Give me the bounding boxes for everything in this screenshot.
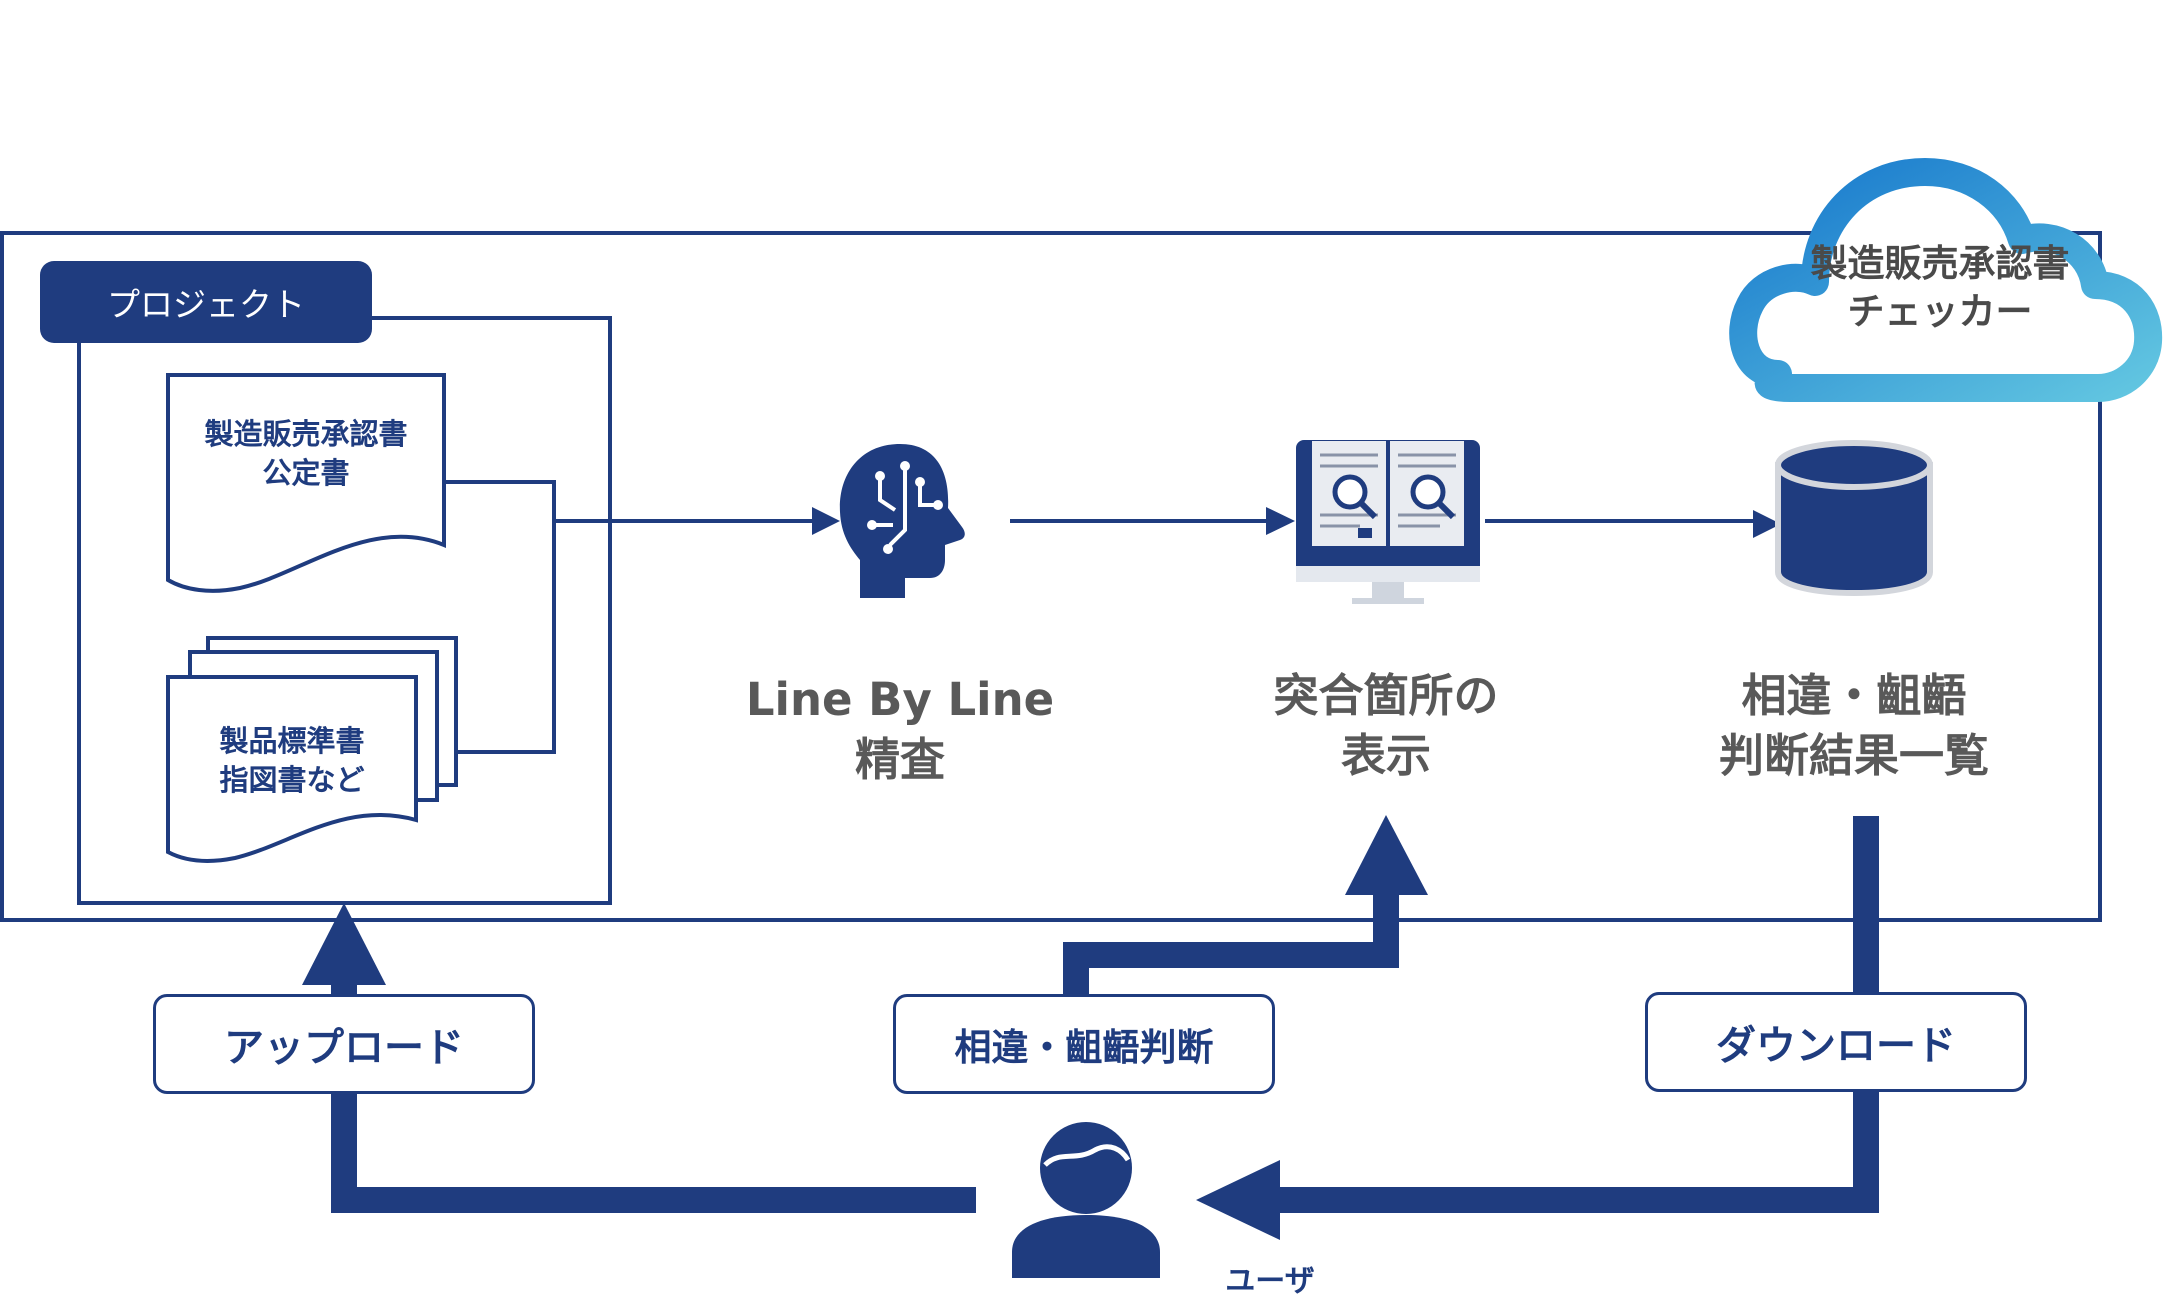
approval-document-line-2: 公定書 (262, 456, 350, 490)
standard-documents-label: 製品標準書 指図書など (168, 722, 416, 800)
user-label: ユーザ (1225, 1264, 1315, 1299)
document-compare-monitor-icon (1296, 440, 1480, 604)
arrow-to-ai (812, 507, 840, 535)
line-by-line-label: Line By Line 精査 (700, 670, 1100, 790)
cloud-icon (1729, 158, 2163, 402)
line-by-line-line-1: Line By Line (745, 673, 1055, 726)
download-button[interactable]: ダウンロード (1645, 992, 2027, 1092)
arrow-to-database (1753, 510, 1781, 538)
result-list-label: 相違・齟齬 判断結果一覧 (1654, 666, 2054, 786)
approval-document-shape (166, 373, 446, 593)
database-icon (1775, 440, 1933, 596)
standard-documents-line-1: 製品標準書 (219, 724, 365, 758)
match-display-line-1: 突合箇所の (1273, 669, 1499, 722)
judge-button[interactable]: 相違・齟齬判断 (893, 994, 1275, 1094)
document-connectors (444, 480, 818, 754)
result-list-line-2: 判断結果一覧 (1718, 729, 1989, 782)
project-tab-label: プロジェクト (107, 285, 305, 324)
approval-document-label: 製造販売承認書 公定書 (168, 415, 444, 493)
arrow-to-monitor (1266, 507, 1295, 535)
system-frame (0, 231, 2102, 922)
standard-documents-line-2: 指図書など (219, 763, 365, 797)
cloud-label: 製造販売承認書 チェッカー (1780, 240, 2100, 336)
standard-documents-stack (166, 636, 458, 863)
approval-document-line-1: 製造販売承認書 (204, 417, 408, 451)
cloud-label-line-2: チェッカー (1847, 290, 2033, 333)
user-icon (1012, 1122, 1160, 1278)
judge-arrow-head (1345, 815, 1428, 895)
match-display-label: 突合箇所の 表示 (1186, 666, 1586, 786)
cloud-label-line-1: 製造販売承認書 (1810, 242, 2070, 285)
result-list-line-1: 相違・齟齬 (1741, 669, 1967, 722)
project-tab: プロジェクト (40, 261, 372, 343)
judge-button-label: 相違・齟齬判断 (954, 1026, 1214, 1069)
line-by-line-line-2: 精査 (854, 733, 945, 786)
download-arrow-head (1196, 1160, 1280, 1240)
match-display-line-2: 表示 (1340, 729, 1431, 782)
ai-head-icon (839, 444, 965, 598)
judge-arrow-path (1063, 885, 1399, 1000)
download-path (1260, 816, 1879, 1213)
upload-arrow-head (302, 903, 386, 985)
upload-button[interactable]: アップロード (153, 994, 535, 1094)
upload-button-label: アップロード (224, 1025, 464, 1071)
download-button-label: ダウンロード (1716, 1023, 1956, 1069)
